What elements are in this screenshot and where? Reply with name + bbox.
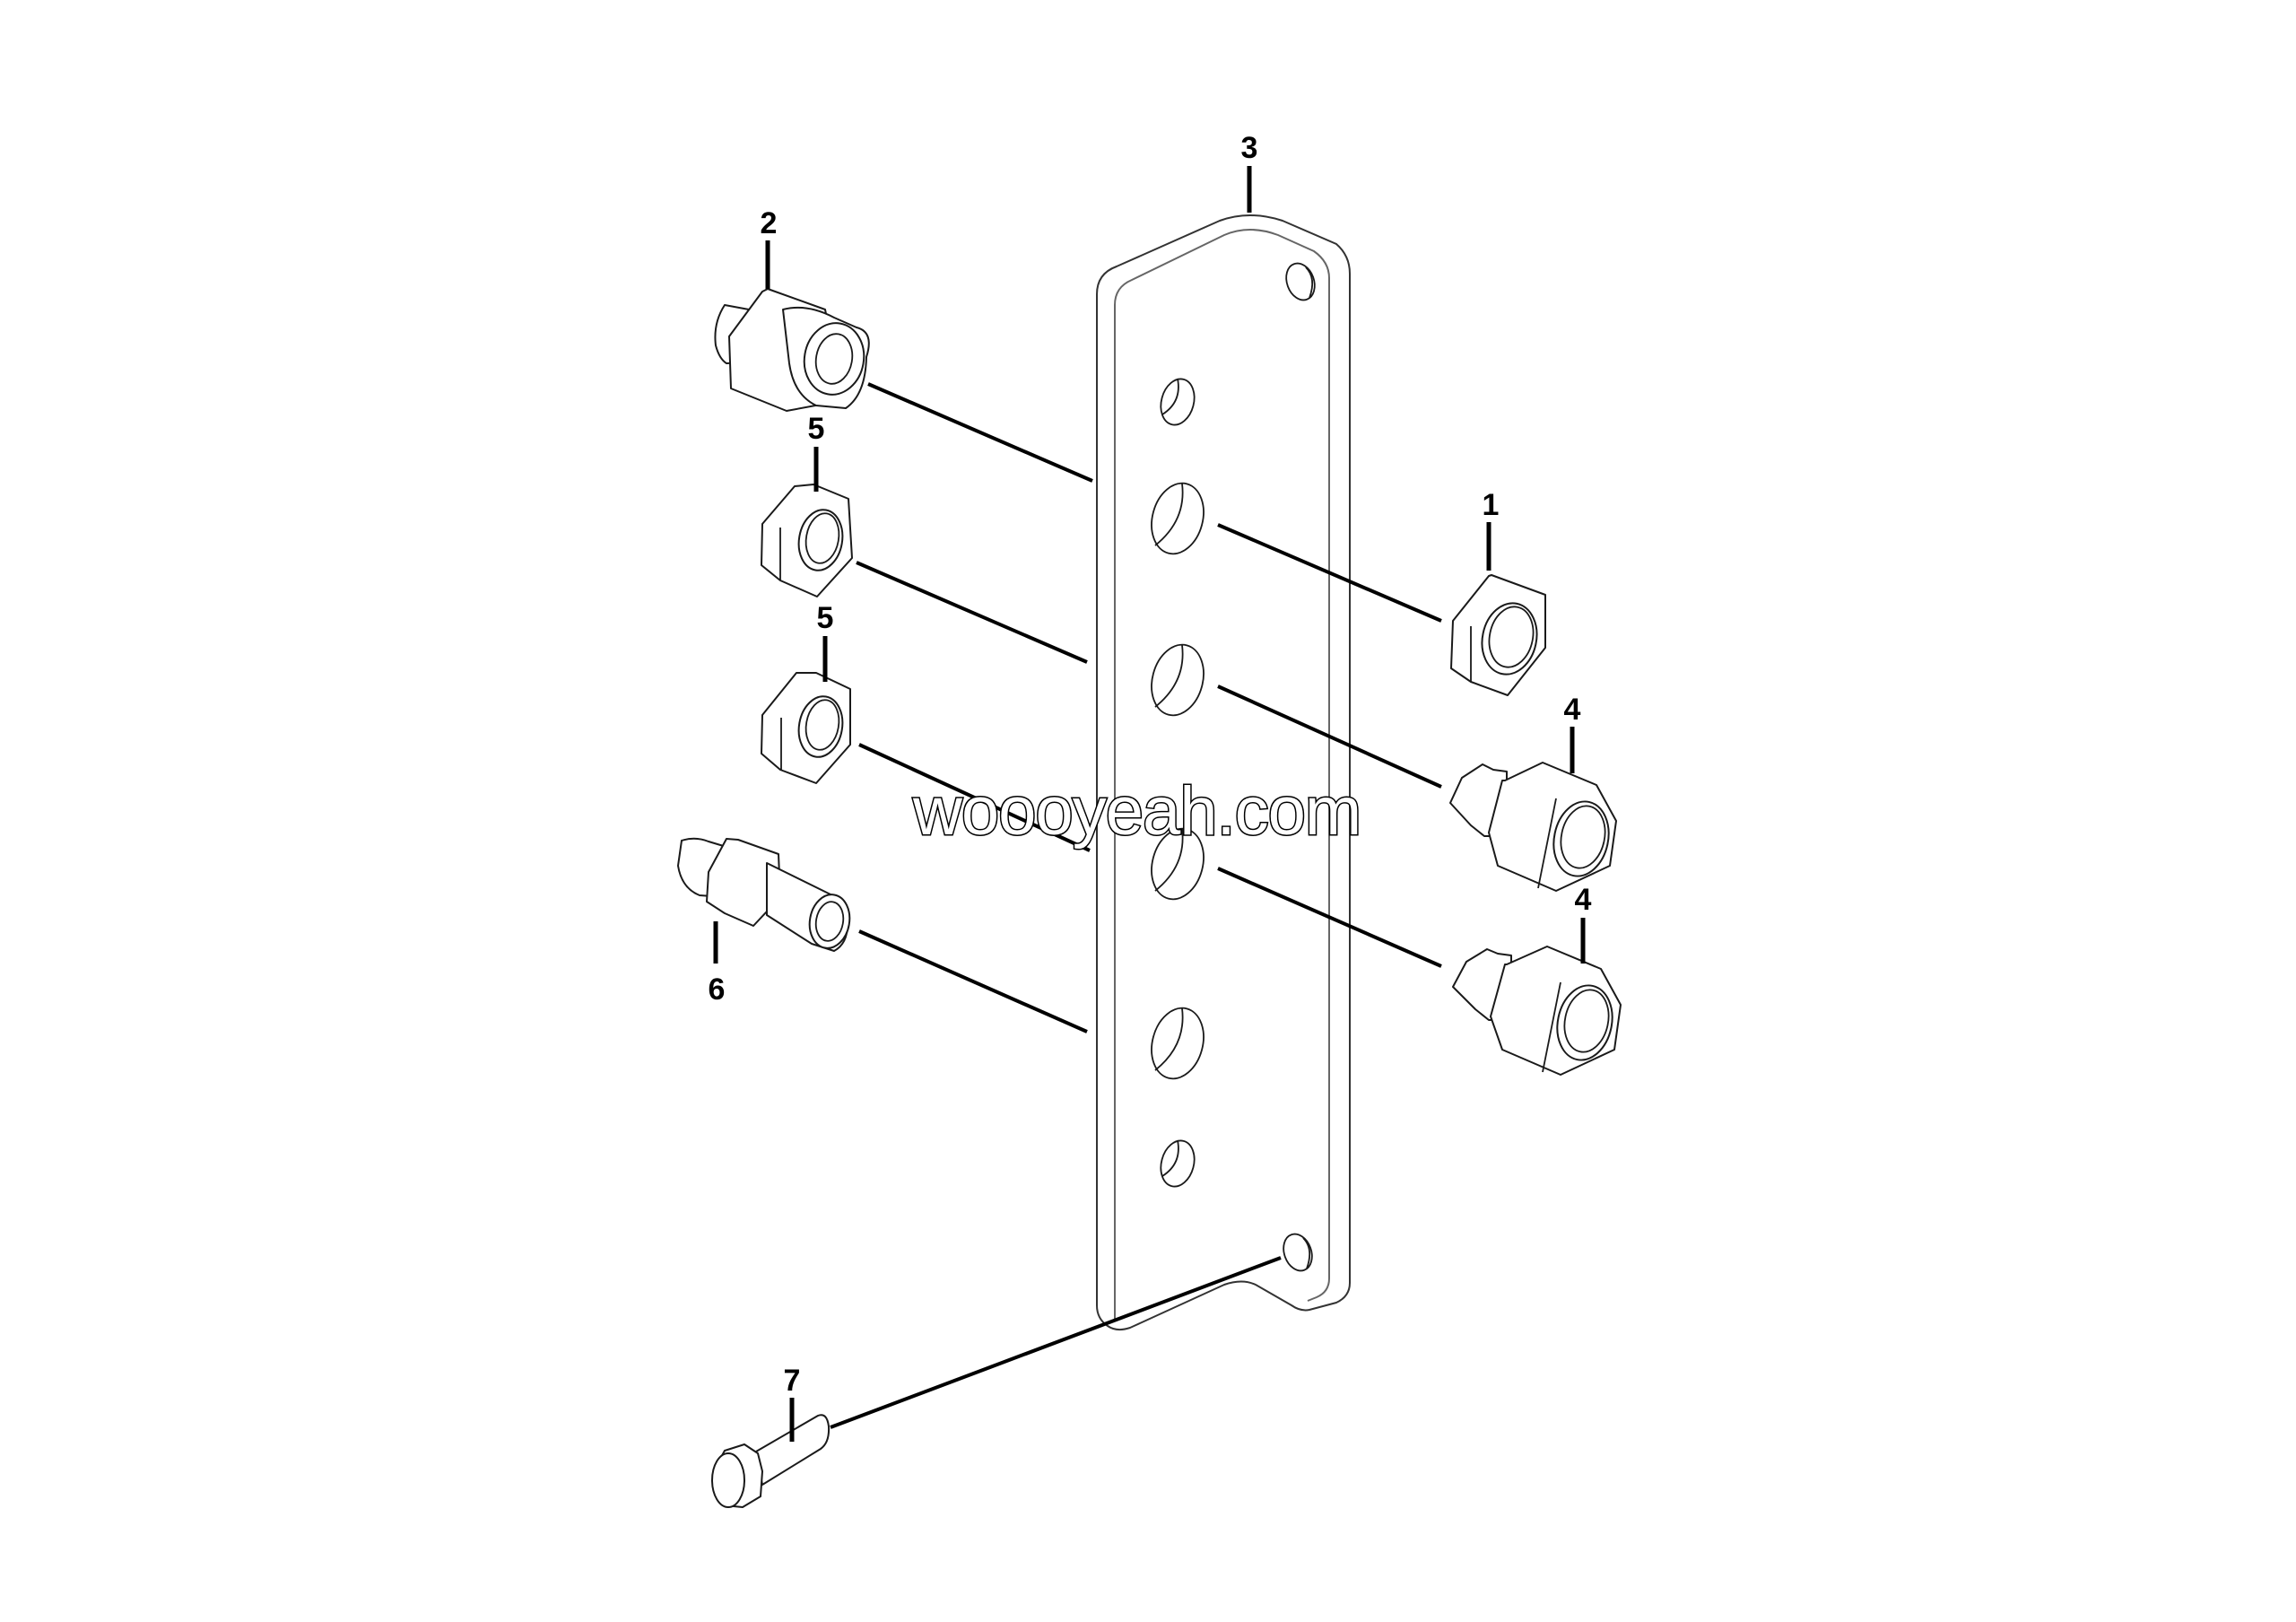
leader-lines [830, 382, 1442, 1429]
svg-text:5: 5 [817, 601, 834, 635]
callout-5-upper: 5 [808, 412, 825, 492]
svg-text:4: 4 [1575, 883, 1592, 917]
port-hole [1151, 1007, 1205, 1080]
svg-text:7: 7 [784, 1364, 801, 1398]
part-5-nut-upper [761, 484, 853, 597]
callout-3: 3 [1241, 131, 1258, 213]
callout-1: 1 [1483, 488, 1500, 571]
callout-4-upper: 4 [1564, 693, 1581, 773]
part-6-adapter [677, 837, 851, 952]
port-hole [1151, 827, 1205, 901]
callout-2: 2 [761, 206, 778, 289]
port-hole [1160, 1139, 1196, 1188]
svg-text:6: 6 [709, 972, 726, 1007]
port-hole [1151, 482, 1205, 555]
part-7-bolt [711, 1414, 831, 1508]
part-4-fitting-lower [1452, 946, 1622, 1076]
svg-text:2: 2 [761, 206, 778, 240]
callout-4-lower: 4 [1575, 883, 1592, 964]
port-hole [1160, 378, 1196, 426]
port-hole [1151, 643, 1205, 717]
part-1-nut [1450, 574, 1546, 696]
part-5-nut-lower [761, 672, 851, 784]
callout-7: 7 [784, 1364, 801, 1442]
callout-6: 6 [709, 921, 726, 1007]
watermark-text: woooyeah.com [912, 773, 1361, 850]
mounting-plate [1096, 214, 1351, 1331]
svg-text:4: 4 [1564, 693, 1581, 727]
svg-text:5: 5 [808, 412, 825, 446]
part-4-fitting-upper [1449, 762, 1617, 892]
svg-text:1: 1 [1483, 488, 1500, 522]
part-2-fitting [714, 288, 870, 412]
callout-5-lower: 5 [817, 601, 834, 682]
svg-text:3: 3 [1241, 131, 1258, 165]
